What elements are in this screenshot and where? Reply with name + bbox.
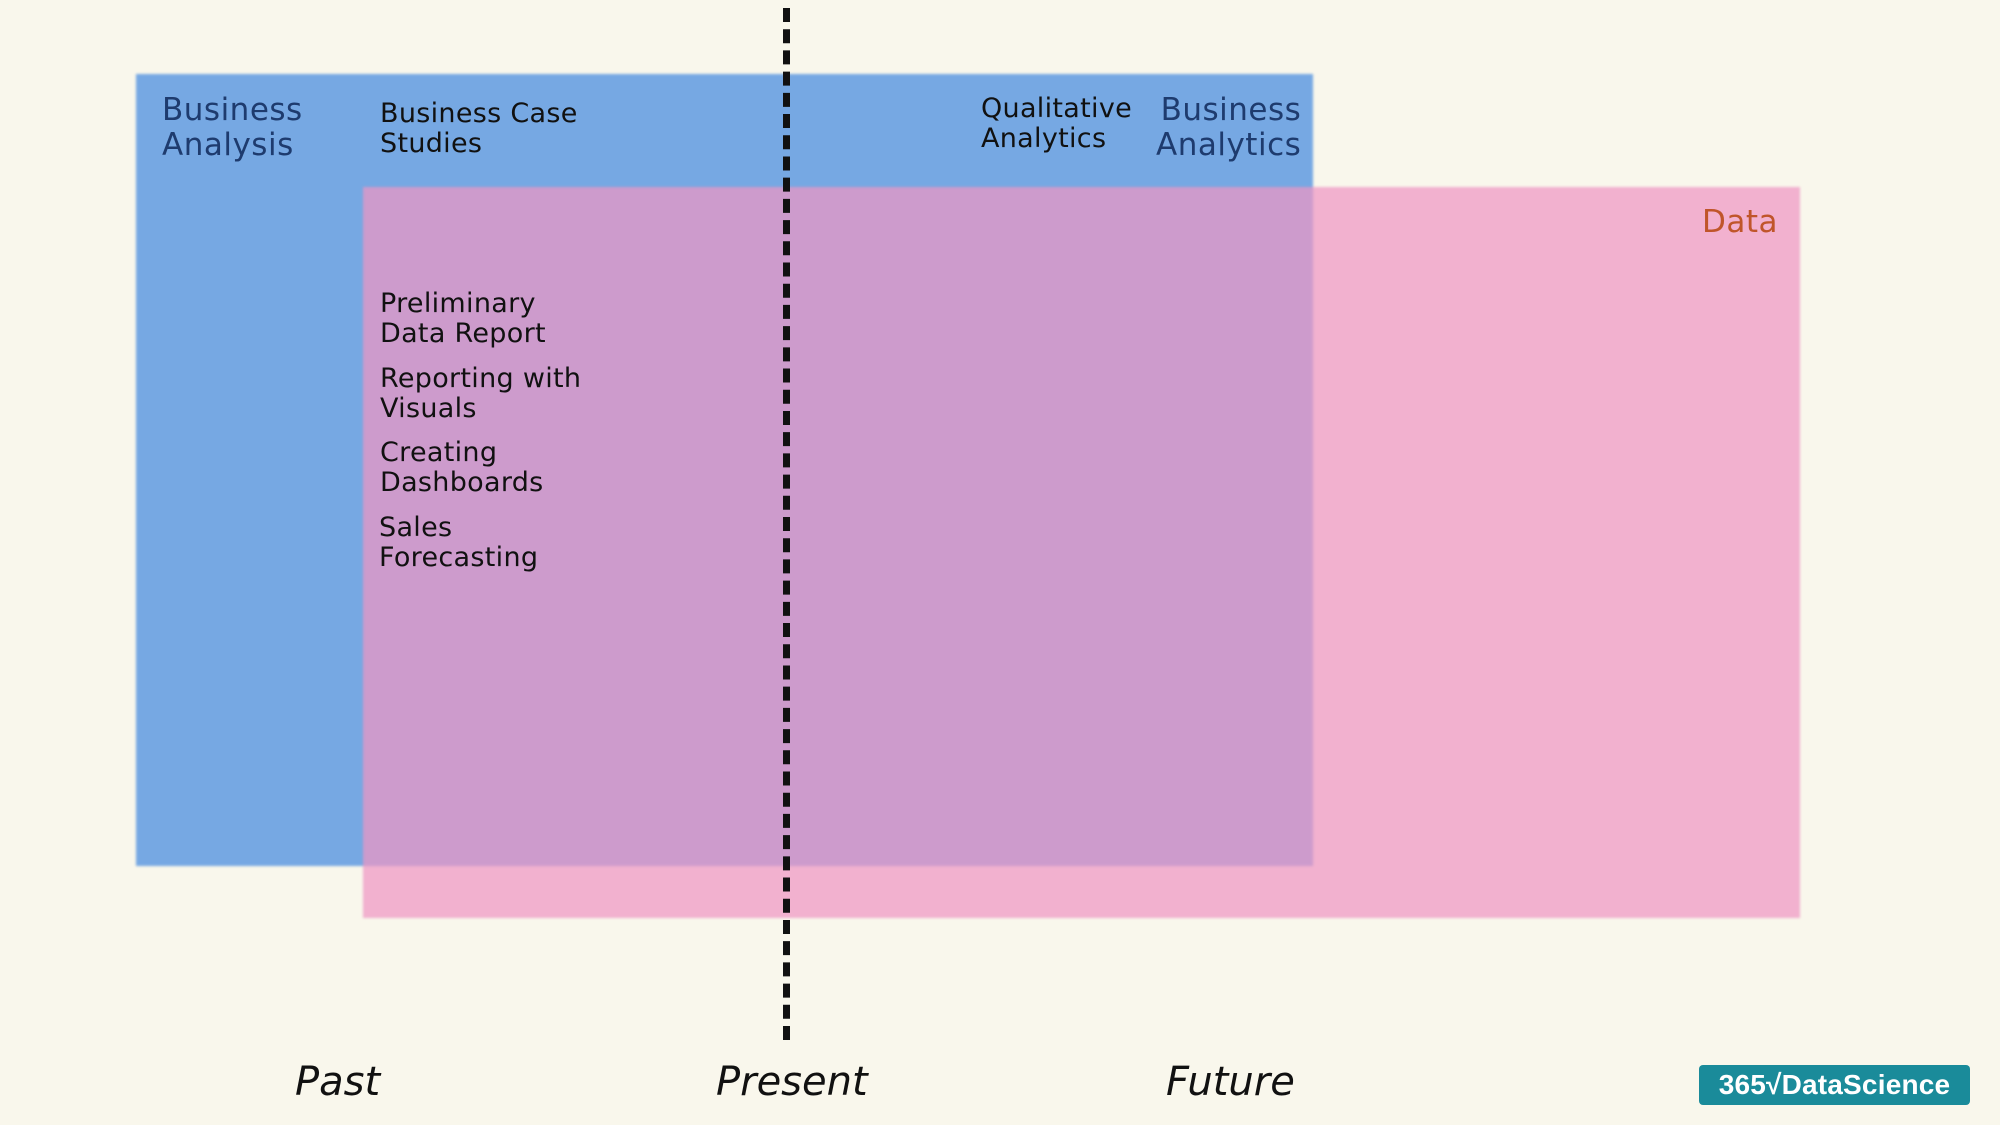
- timeline-present-label: Present: [716, 1059, 868, 1105]
- reporting-with-visuals-label: Reporting with Visuals: [380, 363, 582, 424]
- qualitative-analytics-label: Qualitative Analytics: [981, 93, 1133, 154]
- business-case-studies-label: Business Case Studies: [380, 98, 578, 159]
- business-analysis-title: Business Analysis: [162, 92, 303, 163]
- present-divider-line: [783, 8, 790, 1040]
- creating-dashboards-label: Creating Dashboards: [380, 437, 544, 498]
- brand-logo-text: 365√DataScience: [1718, 1069, 1951, 1100]
- data-region: [363, 187, 1800, 918]
- business-analytics-title: Business Analytics: [1156, 92, 1302, 163]
- timeline-past-label: Past: [295, 1059, 381, 1105]
- timeline-future-label: Future: [1166, 1059, 1295, 1105]
- brand-logo: 365√DataScience: [1699, 1065, 1970, 1105]
- sales-forecasting-label: Sales Forecasting: [379, 512, 539, 573]
- preliminary-data-report-label: Preliminary Data Report: [380, 288, 546, 349]
- data-title: Data: [1702, 204, 1779, 240]
